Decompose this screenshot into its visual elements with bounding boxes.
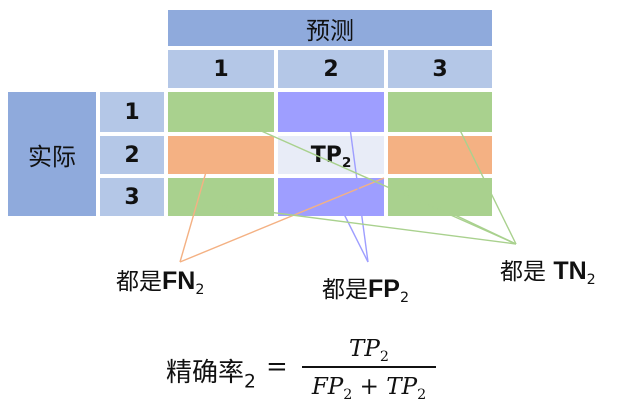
row-header-3: 3 <box>98 176 166 218</box>
formula-denominator: FP2 + TP2 <box>311 374 427 403</box>
cell-r2-c3 <box>386 134 494 176</box>
formula-equals: = <box>266 352 288 382</box>
tn-connector-line <box>453 117 517 245</box>
precision-formula: 精确率2 = TP2 FP2 + TP2 <box>166 332 466 408</box>
fn-connector-line <box>179 177 385 263</box>
cell-r2-c1 <box>166 134 276 176</box>
actual-header-label: 实际 <box>28 142 76 171</box>
formula-numerator: TP2 <box>349 336 389 365</box>
col-header-2: 2 <box>276 48 386 90</box>
row-header-1: 1 <box>98 90 166 134</box>
cell-r2-c2-tp: TP2 <box>276 134 386 176</box>
row-header-2: 2 <box>98 134 166 176</box>
col-header-label: 1 <box>213 56 229 82</box>
tn-label: 都是 TN2 <box>500 257 596 288</box>
row-header-label: 2 <box>124 142 140 168</box>
tn-connector-line <box>231 117 517 245</box>
cell-r1-c3 <box>386 90 494 134</box>
formula-lhs: 精确率2 <box>166 358 256 393</box>
formula-fraction: TP2 FP2 + TP2 <box>300 332 438 404</box>
col-header-1: 1 <box>166 48 276 90</box>
fn-connector-line <box>179 171 207 263</box>
row-header-label: 3 <box>124 184 140 210</box>
fp-connector-line <box>349 127 369 263</box>
col-header-label: 2 <box>323 56 339 82</box>
col-header-3: 3 <box>386 48 494 90</box>
tn-connector-line <box>221 205 517 245</box>
predicted-header: 预测 <box>166 8 494 48</box>
fn-label: 都是FN2 <box>116 267 205 298</box>
cell-r1-c1 <box>166 90 276 134</box>
fraction-bar <box>302 366 436 368</box>
cell-r3-c2 <box>276 176 386 218</box>
actual-header: 实际 <box>6 90 98 218</box>
cell-r1-c2 <box>276 90 386 134</box>
row-header-label: 1 <box>124 99 140 125</box>
fp-label: 都是FP2 <box>322 275 410 306</box>
tn-connector-line <box>435 205 517 245</box>
col-header-label: 3 <box>432 56 448 82</box>
predicted-header-label: 预测 <box>306 16 354 45</box>
